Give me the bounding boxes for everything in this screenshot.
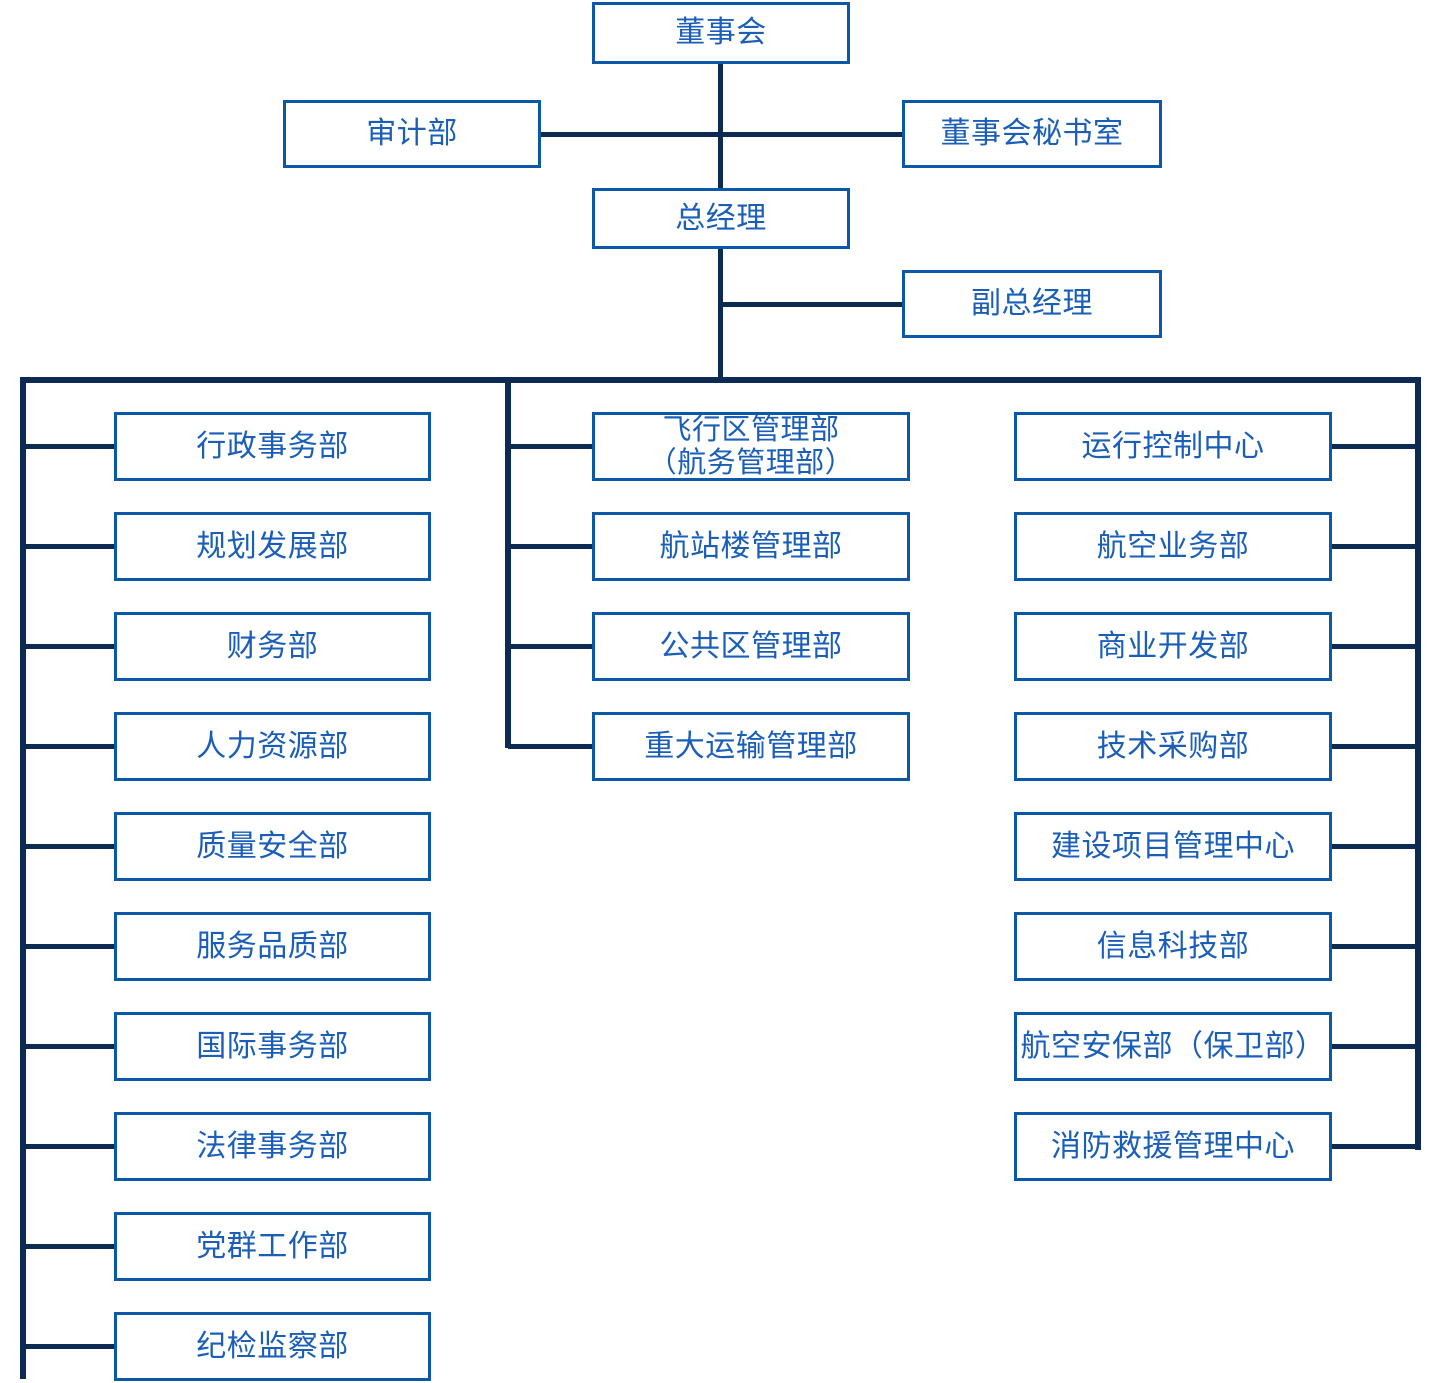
- connector-left-3: [23, 644, 116, 649]
- node-left-6[interactable]: 服务品质部: [114, 912, 431, 981]
- connector-right-4: [1330, 744, 1419, 749]
- connector-right-7: [1330, 1044, 1419, 1049]
- node-middle-2[interactable]: 航站楼管理部: [592, 512, 910, 581]
- node-left-1[interactable]: 行政事务部: [114, 412, 431, 481]
- connector-audit-secretariat-bus: [541, 132, 903, 137]
- node-right-1[interactable]: 运行控制中心: [1014, 412, 1332, 481]
- right-column-rail: [1415, 377, 1421, 1150]
- node-right-3[interactable]: 商业开发部: [1014, 612, 1332, 681]
- connector-middle-3: [508, 644, 596, 649]
- node-right-7[interactable]: 航空安保部（保卫部）: [1014, 1012, 1332, 1081]
- connector-right-3: [1330, 644, 1419, 649]
- connector-left-7: [23, 1044, 116, 1049]
- node-left-5[interactable]: 质量安全部: [114, 812, 431, 881]
- connector-board-to-gm: [718, 64, 723, 188]
- node-general-manager[interactable]: 总经理: [592, 188, 850, 249]
- node-audit-department[interactable]: 审计部: [283, 100, 541, 168]
- connector-right-2: [1330, 544, 1419, 549]
- connector-right-8: [1330, 1144, 1419, 1149]
- node-right-5[interactable]: 建设项目管理中心: [1014, 812, 1332, 881]
- node-deputy-general-manager[interactable]: 副总经理: [902, 270, 1162, 338]
- connector-left-2: [23, 544, 116, 549]
- node-middle-4[interactable]: 重大运输管理部: [592, 712, 910, 781]
- connector-left-9: [23, 1244, 116, 1249]
- connector-right-6: [1330, 944, 1419, 949]
- node-left-2[interactable]: 规划发展部: [114, 512, 431, 581]
- connector-gm-to-deputy: [718, 302, 903, 307]
- connector-middle-4: [508, 744, 596, 749]
- node-left-4[interactable]: 人力资源部: [114, 712, 431, 781]
- node-middle-1[interactable]: 飞行区管理部 （航务管理部）: [592, 412, 910, 481]
- node-left-7[interactable]: 国际事务部: [114, 1012, 431, 1081]
- main-distribution-bus: [20, 377, 1421, 383]
- node-left-9[interactable]: 党群工作部: [114, 1212, 431, 1281]
- node-right-8[interactable]: 消防救援管理中心: [1014, 1112, 1332, 1181]
- connector-gm-to-main-bus: [718, 249, 723, 380]
- node-left-3[interactable]: 财务部: [114, 612, 431, 681]
- node-board-secretariat[interactable]: 董事会秘书室: [902, 100, 1162, 168]
- connector-left-5: [23, 844, 116, 849]
- node-right-6[interactable]: 信息科技部: [1014, 912, 1332, 981]
- connector-left-1: [23, 444, 116, 449]
- connector-left-4: [23, 744, 116, 749]
- node-right-4[interactable]: 技术采购部: [1014, 712, 1332, 781]
- connector-left-10: [23, 1344, 116, 1349]
- left-column-rail: [20, 377, 26, 1379]
- node-middle-3[interactable]: 公共区管理部: [592, 612, 910, 681]
- node-board[interactable]: 董事会: [592, 2, 850, 64]
- connector-left-6: [23, 944, 116, 949]
- connector-middle-2: [508, 544, 596, 549]
- connector-right-5: [1330, 844, 1419, 849]
- node-left-10[interactable]: 纪检监察部: [114, 1312, 431, 1381]
- connector-right-1: [1330, 444, 1419, 449]
- node-left-8[interactable]: 法律事务部: [114, 1112, 431, 1181]
- connector-left-8: [23, 1144, 116, 1149]
- node-right-2[interactable]: 航空业务部: [1014, 512, 1332, 581]
- middle-column-rail: [505, 377, 511, 748]
- connector-middle-1: [508, 444, 596, 449]
